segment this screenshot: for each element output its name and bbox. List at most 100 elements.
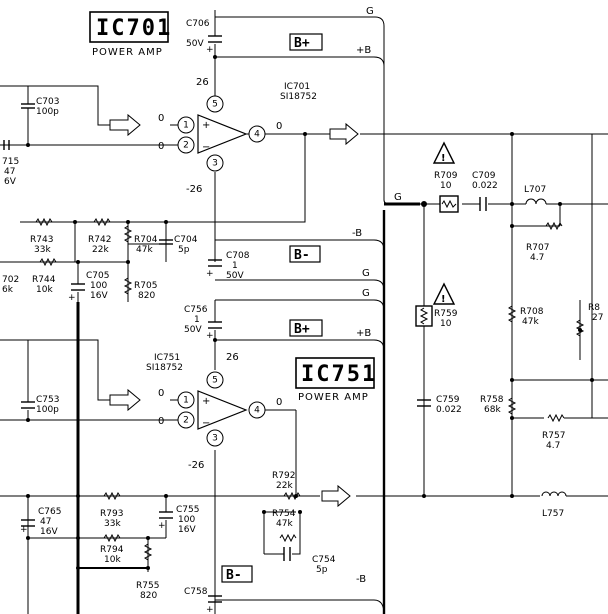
svg-text:R794: R794 — [100, 545, 124, 555]
ic701-pins: 5 1 2 3 4 — [177, 95, 266, 172]
wires-lower — [0, 300, 608, 614]
svg-text:68k: 68k — [484, 405, 501, 415]
r755-symbol — [143, 543, 153, 561]
svg-text:-26: -26 — [186, 184, 202, 195]
svg-text:G: G — [362, 288, 370, 299]
svg-text:R8: R8 — [588, 303, 600, 313]
polarity-marks: + + + + + + + — [20, 45, 214, 614]
svg-text:R792: R792 — [272, 471, 295, 481]
svg-text:22k: 22k — [276, 481, 293, 491]
svg-text:R744: R744 — [32, 275, 56, 285]
svg-text:50V: 50V — [184, 325, 202, 335]
svg-text:22k: 22k — [92, 245, 109, 255]
svg-text:3: 3 — [212, 159, 218, 169]
svg-text:10: 10 — [440, 181, 452, 191]
svg-text:+: + — [206, 269, 214, 279]
ic751-block: IC751 POWER AMP IC751 SI18752 + − 5 1 2 … — [146, 352, 377, 471]
svg-text:R757: R757 — [542, 431, 565, 441]
svg-text:0.022: 0.022 — [436, 405, 462, 415]
svg-text:16V: 16V — [90, 291, 108, 301]
svg-text:33k: 33k — [104, 519, 121, 529]
r793-symbol — [103, 491, 121, 501]
svg-text:!: ! — [441, 153, 446, 164]
svg-text:10k: 10k — [104, 555, 121, 565]
svg-text:-B: -B — [352, 228, 362, 239]
svg-text:702: 702 — [2, 275, 19, 285]
wires-upper — [0, 10, 608, 614]
ic751-part-no: SI18752 — [146, 363, 183, 373]
svg-text:3: 3 — [212, 434, 218, 444]
svg-text:33k: 33k — [34, 245, 51, 255]
svg-text:6k: 6k — [2, 285, 14, 295]
r754-symbol — [279, 533, 297, 543]
bplus-label-upper: B+ — [294, 36, 310, 51]
svg-text:4.7: 4.7 — [546, 441, 560, 451]
svg-text:R705: R705 — [134, 281, 157, 291]
svg-text:-B: -B — [356, 574, 366, 585]
svg-text:R758: R758 — [480, 395, 504, 405]
capacitors — [3, 35, 487, 603]
svg-text:47k: 47k — [136, 245, 153, 255]
bplus-label-lower: B+ — [294, 322, 310, 337]
ic701-subtitle: POWER AMP — [92, 47, 163, 58]
svg-text:G: G — [366, 6, 374, 17]
svg-text:16V: 16V — [178, 525, 196, 535]
r707-symbol — [545, 221, 563, 231]
ic751-opamp — [197, 390, 248, 430]
svg-text:R754: R754 — [272, 509, 296, 519]
bminus-label-upper: B- — [294, 248, 310, 263]
l757-symbol — [541, 491, 567, 497]
svg-text:+B: +B — [356, 328, 371, 339]
svg-text:+: + — [158, 521, 166, 531]
bminus-label-lower: B- — [226, 568, 242, 583]
svg-text:100p: 100p — [36, 107, 59, 117]
svg-text:5: 5 — [212, 376, 218, 386]
svg-text:820: 820 — [140, 591, 157, 601]
svg-text:0: 0 — [158, 141, 164, 152]
ic751-title: IC751 — [301, 362, 377, 387]
svg-text:R704: R704 — [134, 235, 158, 245]
ic751-subtitle: POWER AMP — [298, 392, 369, 403]
ic701-block: IC701 POWER AMP IC701 SI18752 + − 5 1 2 … — [89, 11, 317, 195]
svg-text:715: 715 — [2, 157, 19, 167]
svg-text:1: 1 — [183, 121, 189, 131]
svg-text:4.7: 4.7 — [530, 253, 544, 263]
l707-symbol — [525, 198, 547, 205]
svg-text:C705: C705 — [86, 271, 109, 281]
svg-text:26: 26 — [196, 77, 209, 88]
svg-text:0: 0 — [158, 113, 164, 124]
r792-symbol — [283, 491, 301, 501]
r757-symbol — [547, 413, 565, 423]
svg-text:50V: 50V — [226, 271, 244, 281]
fusible-resistors — [415, 195, 459, 327]
ic701-part-ref: IC701 — [284, 82, 310, 92]
svg-text:L757: L757 — [542, 509, 564, 519]
component-labels: C706 50V C703 100p 715 47 6V R743 33k R7… — [2, 19, 603, 601]
warning-icon — [432, 282, 456, 305]
svg-text:26: 26 — [226, 352, 239, 363]
ic751-part-ref: IC751 — [154, 353, 180, 363]
svg-text:5: 5 — [212, 100, 218, 110]
svg-text:C753: C753 — [36, 395, 59, 405]
svg-text:1: 1 — [183, 396, 189, 406]
svg-text:+: + — [206, 605, 214, 614]
svg-text:C756: C756 — [184, 305, 208, 315]
svg-text:G: G — [394, 192, 402, 203]
svg-text:C709: C709 — [472, 171, 496, 181]
svg-text:0: 0 — [276, 397, 282, 408]
svg-text:R707: R707 — [526, 243, 549, 253]
ground-bus — [76, 202, 420, 614]
svg-text:R759: R759 — [434, 309, 458, 319]
svg-text:6V: 6V — [4, 177, 17, 187]
svg-text:5p: 5p — [316, 565, 328, 575]
svg-text:47: 47 — [4, 167, 15, 177]
svg-text:100: 100 — [90, 281, 107, 291]
svg-text:0: 0 — [158, 416, 164, 427]
r704-symbol — [123, 225, 133, 243]
junction-dots — [26, 55, 594, 570]
svg-text:C765: C765 — [38, 507, 61, 517]
signal-arrows — [109, 113, 359, 508]
svg-text:4: 4 — [254, 406, 260, 416]
svg-text:!: ! — [441, 294, 446, 305]
r742-symbol — [93, 217, 111, 227]
